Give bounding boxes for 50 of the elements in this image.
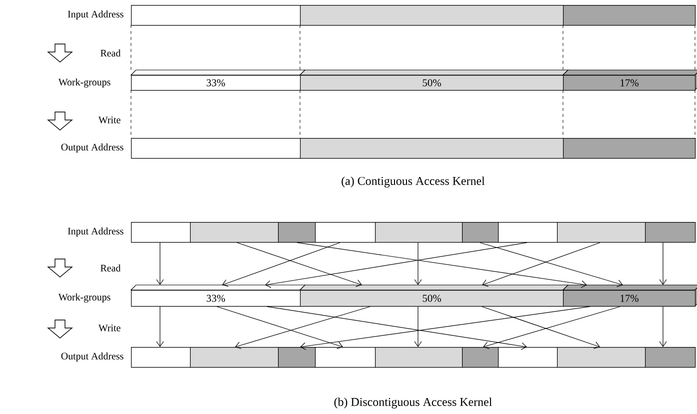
- arrow: [156, 306, 164, 347]
- memory-segment: [300, 138, 564, 159]
- memory-segment: [131, 138, 301, 159]
- arrow: [266, 306, 527, 350]
- arrow: [222, 242, 340, 287]
- caption: (a) Contiguous Access Kernel: [342, 176, 485, 188]
- arrow: [156, 242, 164, 285]
- memory-segment: [563, 5, 696, 26]
- row-label: Read: [100, 264, 121, 272]
- row-label: Work-groups: [58, 78, 110, 88]
- arrow: [414, 306, 422, 347]
- memory-segment: [498, 222, 558, 243]
- arrow: [216, 306, 343, 349]
- caption: (b) Discontiguous Access Kernel: [334, 398, 492, 408]
- arrow: [236, 242, 362, 287]
- arrow: [235, 306, 370, 350]
- memory-segment: [462, 347, 499, 368]
- arrow: [296, 242, 587, 288]
- memory-segment: [190, 347, 279, 368]
- memory-segment: [278, 222, 316, 243]
- memory-segment: [375, 347, 463, 368]
- row-label: Write: [98, 116, 120, 124]
- arrow: [482, 306, 600, 349]
- memory-segment: [278, 347, 316, 368]
- memory-segment: [645, 222, 696, 243]
- memory-segment: [300, 5, 564, 26]
- memory-segment: [498, 347, 558, 368]
- memory-segment: [557, 347, 646, 368]
- row-label: Read: [100, 50, 121, 56]
- arrow: [300, 306, 590, 350]
- memory-segment: [190, 222, 279, 243]
- arrow: [265, 242, 528, 288]
- row-label: Write: [98, 324, 120, 332]
- row-label: Work-groups: [58, 293, 110, 303]
- arrow: [480, 242, 623, 288]
- arrow: [659, 306, 667, 347]
- arrow: [414, 242, 422, 285]
- memory-segment: [375, 222, 463, 243]
- memory-segment: [462, 222, 499, 243]
- memory-segment: [315, 222, 376, 243]
- memory-segment: [557, 222, 646, 243]
- memory-segment: [645, 347, 696, 368]
- memory-segment: [131, 347, 191, 368]
- arrow: [659, 242, 667, 285]
- memory-segment: [315, 347, 376, 368]
- arrow: [483, 306, 620, 350]
- arrow: [482, 242, 600, 287]
- memory-segment: [131, 5, 301, 26]
- memory-segment: [563, 138, 696, 159]
- memory-segment: [131, 222, 191, 243]
